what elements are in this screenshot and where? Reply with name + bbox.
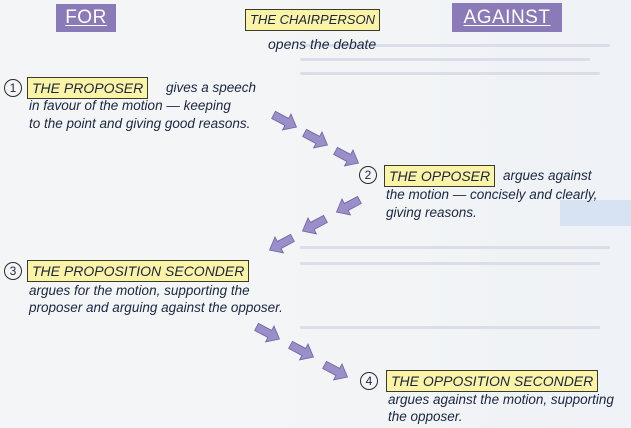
arrow-right-down-icon — [251, 318, 285, 348]
chairperson-label: THE CHAIRPERSON — [245, 9, 380, 31]
arrow-right-down-icon — [319, 356, 353, 386]
step-1-label: THE PROPOSER — [27, 77, 149, 99]
step-2-number: 2 — [359, 166, 377, 184]
arrow-right-down-icon — [285, 336, 319, 366]
background-line — [300, 44, 610, 47]
step-4-desc-line-2: the opposer. — [388, 409, 463, 424]
against-header: AGAINST — [452, 3, 562, 32]
background-band — [560, 200, 631, 226]
step-4-label: THE OPPOSITION SECONDER — [386, 370, 599, 392]
step-4-desc-line-1: argues against the motion, supporting — [388, 392, 614, 407]
step-1-number: 1 — [4, 79, 22, 97]
background-line — [300, 262, 600, 265]
step-1-desc-line-3: to the point and giving good reasons. — [29, 116, 251, 131]
arrow-left-down-icon — [331, 191, 365, 221]
step-1-desc-line-2: in favour of the motion — keeping — [29, 98, 231, 113]
arrow-left-down-icon — [297, 210, 331, 240]
background-line — [300, 58, 590, 61]
step-3-number: 3 — [4, 262, 22, 280]
step-2-desc-line-1: argues against — [503, 168, 592, 183]
step-3-desc-line-2: proposer and arguing against the opposer… — [29, 300, 283, 315]
step-3-desc-line-1: argues for the motion, supporting the — [29, 283, 250, 298]
step-4-number: 4 — [360, 372, 378, 390]
arrow-right-down-icon — [299, 124, 333, 154]
arrow-left-down-icon — [264, 229, 298, 259]
background-line — [300, 326, 600, 329]
step-2-desc-line-2: the motion — concisely and clearly, — [386, 187, 598, 202]
for-header: FOR — [56, 4, 116, 32]
background-line — [300, 72, 600, 75]
background-line — [300, 246, 610, 249]
arrow-right-down-icon — [268, 106, 302, 136]
step-3-label: THE PROPOSITION SECONDER — [27, 260, 250, 282]
arrow-right-down-icon — [330, 142, 364, 172]
step-1-desc-line-1: gives a speech — [166, 80, 257, 95]
step-2-label: THE OPPOSER — [384, 165, 496, 187]
chairperson-desc: opens the debate — [268, 36, 377, 52]
step-2-desc-line-3: giving reasons. — [386, 205, 477, 220]
